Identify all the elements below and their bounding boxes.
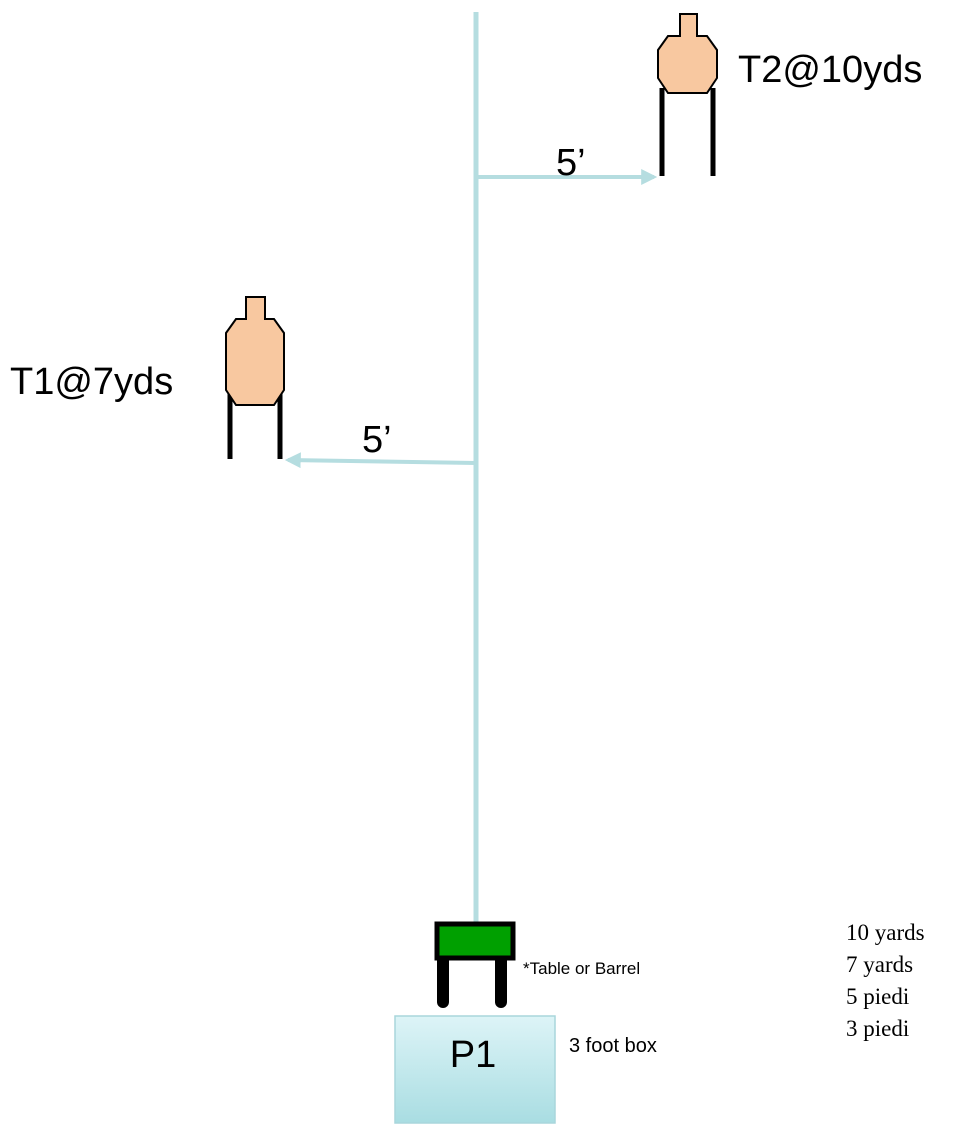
conversion-notes: 10 yards 7 yards 5 piedi 3 piedi (846, 920, 925, 1041)
offset-label-t1: 5’ (362, 419, 392, 461)
target-t2 (657, 13, 718, 176)
silhouette-target-icon (657, 13, 718, 94)
target-t1 (225, 296, 285, 459)
table-or-barrel-icon (434, 921, 516, 1008)
target-label-t1: T1@7yds (10, 361, 173, 403)
note-line: 10 yards (846, 920, 925, 945)
note-line: 3 piedi (846, 1016, 909, 1041)
offset-label-t2: 5’ (556, 142, 586, 184)
table-top (434, 921, 516, 961)
table-label: *Table or Barrel (523, 959, 640, 978)
position-label: P1 (450, 1034, 496, 1076)
box-size-label: 3 foot box (569, 1035, 657, 1057)
shooting-box (394, 1015, 556, 1124)
offset-arrow-t1 (284, 452, 477, 469)
target-label-t2: T2@10yds (738, 49, 922, 91)
note-line: 7 yards (846, 952, 913, 977)
silhouette-target-icon (225, 296, 285, 406)
note-line: 5 piedi (846, 984, 909, 1009)
